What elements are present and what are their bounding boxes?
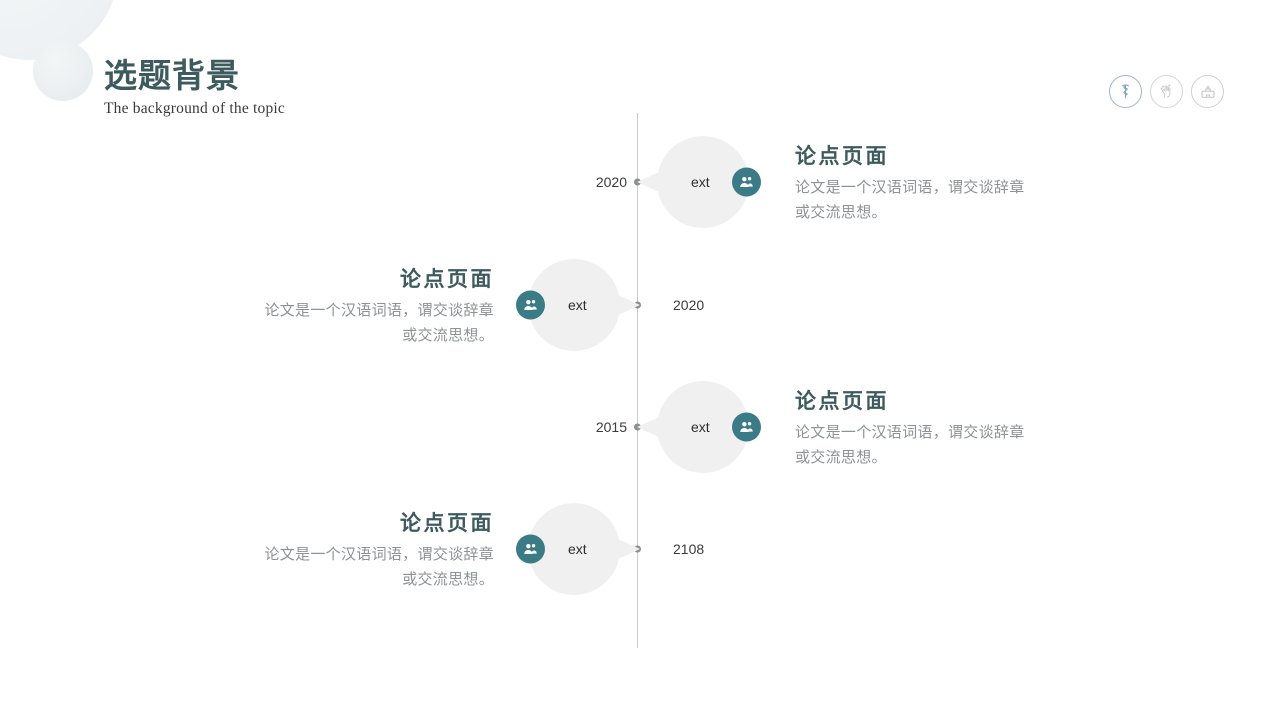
timeline-text-1: 论点页面 论文是一个汉语词语，谓交谈辞章或交流思想。 xyxy=(795,140,1031,224)
timeline-text-4: 论点页面 论文是一个汉语词语，谓交谈辞章或交流思想。 xyxy=(258,507,494,591)
badge-hospital[interactable] xyxy=(1191,75,1224,108)
timeline-text-3: 论点页面 论文是一个汉语词语，谓交谈辞章或交流思想。 xyxy=(795,385,1031,469)
hand-microbe-icon xyxy=(1158,83,1175,100)
timeline-item-3[interactable]: 2015 ext 论点页面 论文是一个汉语词语，谓交谈辞章或交流思想。 xyxy=(583,381,1031,473)
people-icon xyxy=(738,174,755,191)
timeline-body-3: 论文是一个汉语词语，谓交谈辞章或交流思想。 xyxy=(795,423,1025,466)
badge-caduceus[interactable] xyxy=(1109,75,1142,108)
timeline-body-2: 论文是一个汉语词语，谓交谈辞章或交流思想。 xyxy=(264,301,494,344)
timeline-bubble-2[interactable]: ext xyxy=(516,259,640,351)
timeline-icon-3[interactable] xyxy=(732,412,761,442)
decorative-circle-small xyxy=(33,41,93,101)
timeline-bubble-3[interactable]: ext xyxy=(637,381,761,473)
people-icon xyxy=(738,419,755,436)
timeline-year-2: 2020 xyxy=(673,297,705,313)
timeline-spine xyxy=(637,113,638,648)
timeline-item-2[interactable]: 论点页面 论文是一个汉语词语，谓交谈辞章或交流思想。 ext 2020 xyxy=(258,259,704,351)
timeline-body-1: 论文是一个汉语词语，谓交谈辞章或交流思想。 xyxy=(795,178,1025,221)
bubble-tail xyxy=(618,295,640,315)
timeline-body-4: 论文是一个汉语词语，谓交谈辞章或交流思想。 xyxy=(264,545,494,588)
timeline-icon-1[interactable] xyxy=(732,167,761,197)
badge-icon-row xyxy=(1109,75,1224,108)
timeline-title-1: 论点页面 xyxy=(795,144,889,169)
timeline-year-3: 2015 xyxy=(595,419,627,435)
timeline-text-2: 论点页面 论文是一个汉语词语，谓交谈辞章或交流思想。 xyxy=(258,263,494,347)
timeline-icon-2[interactable] xyxy=(516,290,545,320)
bubble-label-2: ext xyxy=(568,297,587,313)
page-title: 选题背景 xyxy=(104,56,240,95)
timeline-icon-4[interactable] xyxy=(516,534,545,564)
timeline-bubble-4[interactable]: ext xyxy=(516,503,640,595)
timeline-title-3: 论点页面 xyxy=(795,389,889,414)
timeline-title-2: 论点页面 xyxy=(400,267,494,292)
page-subtitle: The background of the topic xyxy=(104,99,286,117)
timeline-item-1[interactable]: 2020 ext 论点页面 论文是一个汉语词语，谓交谈辞章或交流思想。 xyxy=(583,136,1031,228)
caduceus-icon xyxy=(1117,83,1134,100)
bubble-label-1: ext xyxy=(691,174,710,190)
people-icon xyxy=(522,297,539,314)
bubble-label-4: ext xyxy=(568,541,587,557)
timeline-bubble-1[interactable]: ext xyxy=(637,136,761,228)
badge-hand[interactable] xyxy=(1150,75,1183,108)
bubble-tail xyxy=(637,172,659,192)
page-header: 选题背景 The background of the topic xyxy=(104,56,286,118)
bubble-tail xyxy=(618,539,640,559)
bubble-label-3: ext xyxy=(691,419,710,435)
timeline-title-4: 论点页面 xyxy=(400,511,494,536)
timeline-item-4[interactable]: 论点页面 论文是一个汉语词语，谓交谈辞章或交流思想。 ext 2108 xyxy=(258,503,704,595)
timeline-year-4: 2108 xyxy=(673,541,705,557)
hospital-icon xyxy=(1199,83,1217,101)
people-icon xyxy=(522,541,539,558)
timeline-year-1: 2020 xyxy=(595,174,627,190)
bubble-tail xyxy=(637,417,659,437)
